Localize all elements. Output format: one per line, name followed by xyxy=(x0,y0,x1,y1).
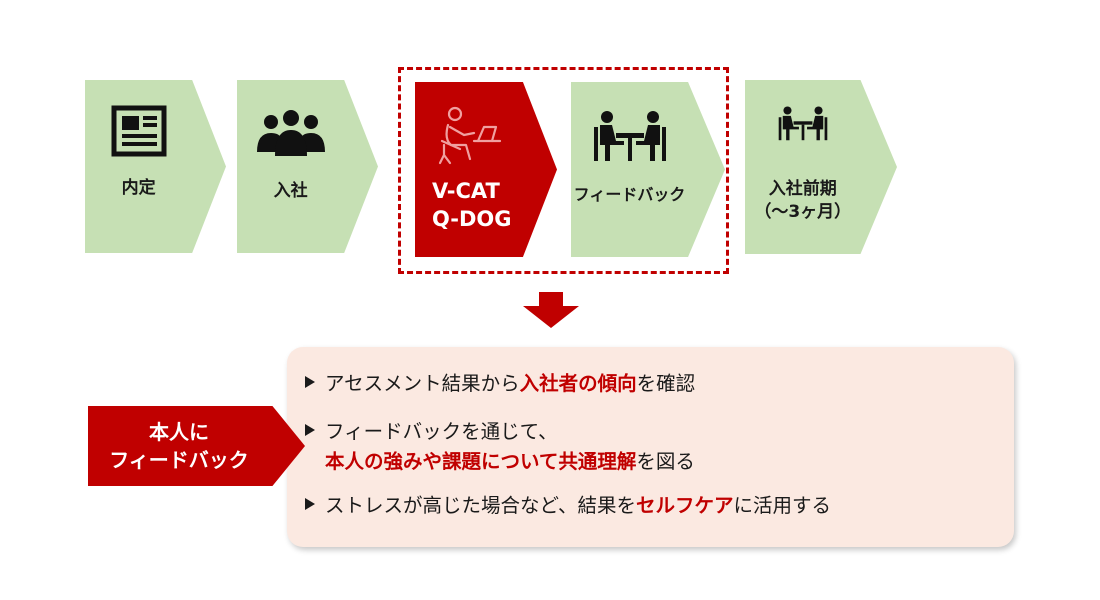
newspaper-icon xyxy=(85,105,192,157)
highlight-dashed-frame xyxy=(398,67,729,274)
step-feedback: フィードバック xyxy=(571,82,725,257)
step-label-line: （～3ヶ月） xyxy=(754,201,852,222)
bullet-highlight: セルフケア xyxy=(636,494,734,517)
step-early-period: 入社前期 （～3ヶ月） xyxy=(745,80,897,254)
step-label-line: V-CAT xyxy=(432,179,500,203)
step-label-line: 入社前期 xyxy=(768,179,837,199)
step-label-line: Q-DOG xyxy=(432,207,512,232)
bullet-line2: 本人の強みや課題について共通理解を図る xyxy=(325,447,695,477)
step-label: 入社 xyxy=(273,181,308,201)
bullet-text: を図る xyxy=(636,450,695,474)
tag-label: 本人に フィードバック xyxy=(88,418,270,474)
step-assessment: V-CAT Q-DOG xyxy=(415,82,557,257)
bullet-text: ストレスが高じた場合など、結果を xyxy=(325,494,637,517)
bullet-highlight: 入社者の傾向 xyxy=(519,372,637,395)
step-naitei: 内定 xyxy=(85,80,226,253)
down-arrow-icon xyxy=(523,292,579,332)
feedback-tag-arrow: 本人に フィードバック xyxy=(88,406,305,486)
bullet-text: を確認 xyxy=(636,372,696,395)
bullet-item: ストレスが高じた場合など、結果をセルフケアに活用する xyxy=(305,491,832,521)
triangle-bullet-icon xyxy=(305,376,315,388)
meeting-table-icon xyxy=(571,109,688,165)
step-label-multiline: 入社前期 （～3ヶ月） xyxy=(745,178,861,224)
bullet-item: アセスメント結果から入社者の傾向を確認 xyxy=(305,369,696,399)
step-label: フィードバック xyxy=(573,185,686,204)
bullet-item: フィードバックを通じて、 本人の強みや課題について共通理解を図る xyxy=(305,417,695,477)
step-nyusha: 入社 xyxy=(237,80,378,253)
group-people-icon xyxy=(237,108,344,156)
step-label-multiline: V-CAT Q-DOG xyxy=(432,177,511,234)
meeting-table-small-icon xyxy=(745,105,861,143)
step-label: 内定 xyxy=(121,178,156,198)
bullet-text: に活用する xyxy=(733,494,832,517)
tag-line: フィードバック xyxy=(109,448,249,472)
bullet-highlight: 本人の強みや課題について共通理解 xyxy=(325,450,637,474)
detail-panel: アセスメント結果から入社者の傾向を確認 フィードバックを通じて、 本人の強みや課… xyxy=(287,347,1014,547)
triangle-bullet-icon xyxy=(305,498,315,510)
triangle-bullet-icon xyxy=(305,424,315,436)
bullet-text: アセスメント結果から xyxy=(325,372,520,395)
tag-line: 本人に xyxy=(149,420,209,444)
person-at-desk-icon xyxy=(415,105,523,165)
bullet-text: フィードバックを通じて、 xyxy=(325,420,558,443)
